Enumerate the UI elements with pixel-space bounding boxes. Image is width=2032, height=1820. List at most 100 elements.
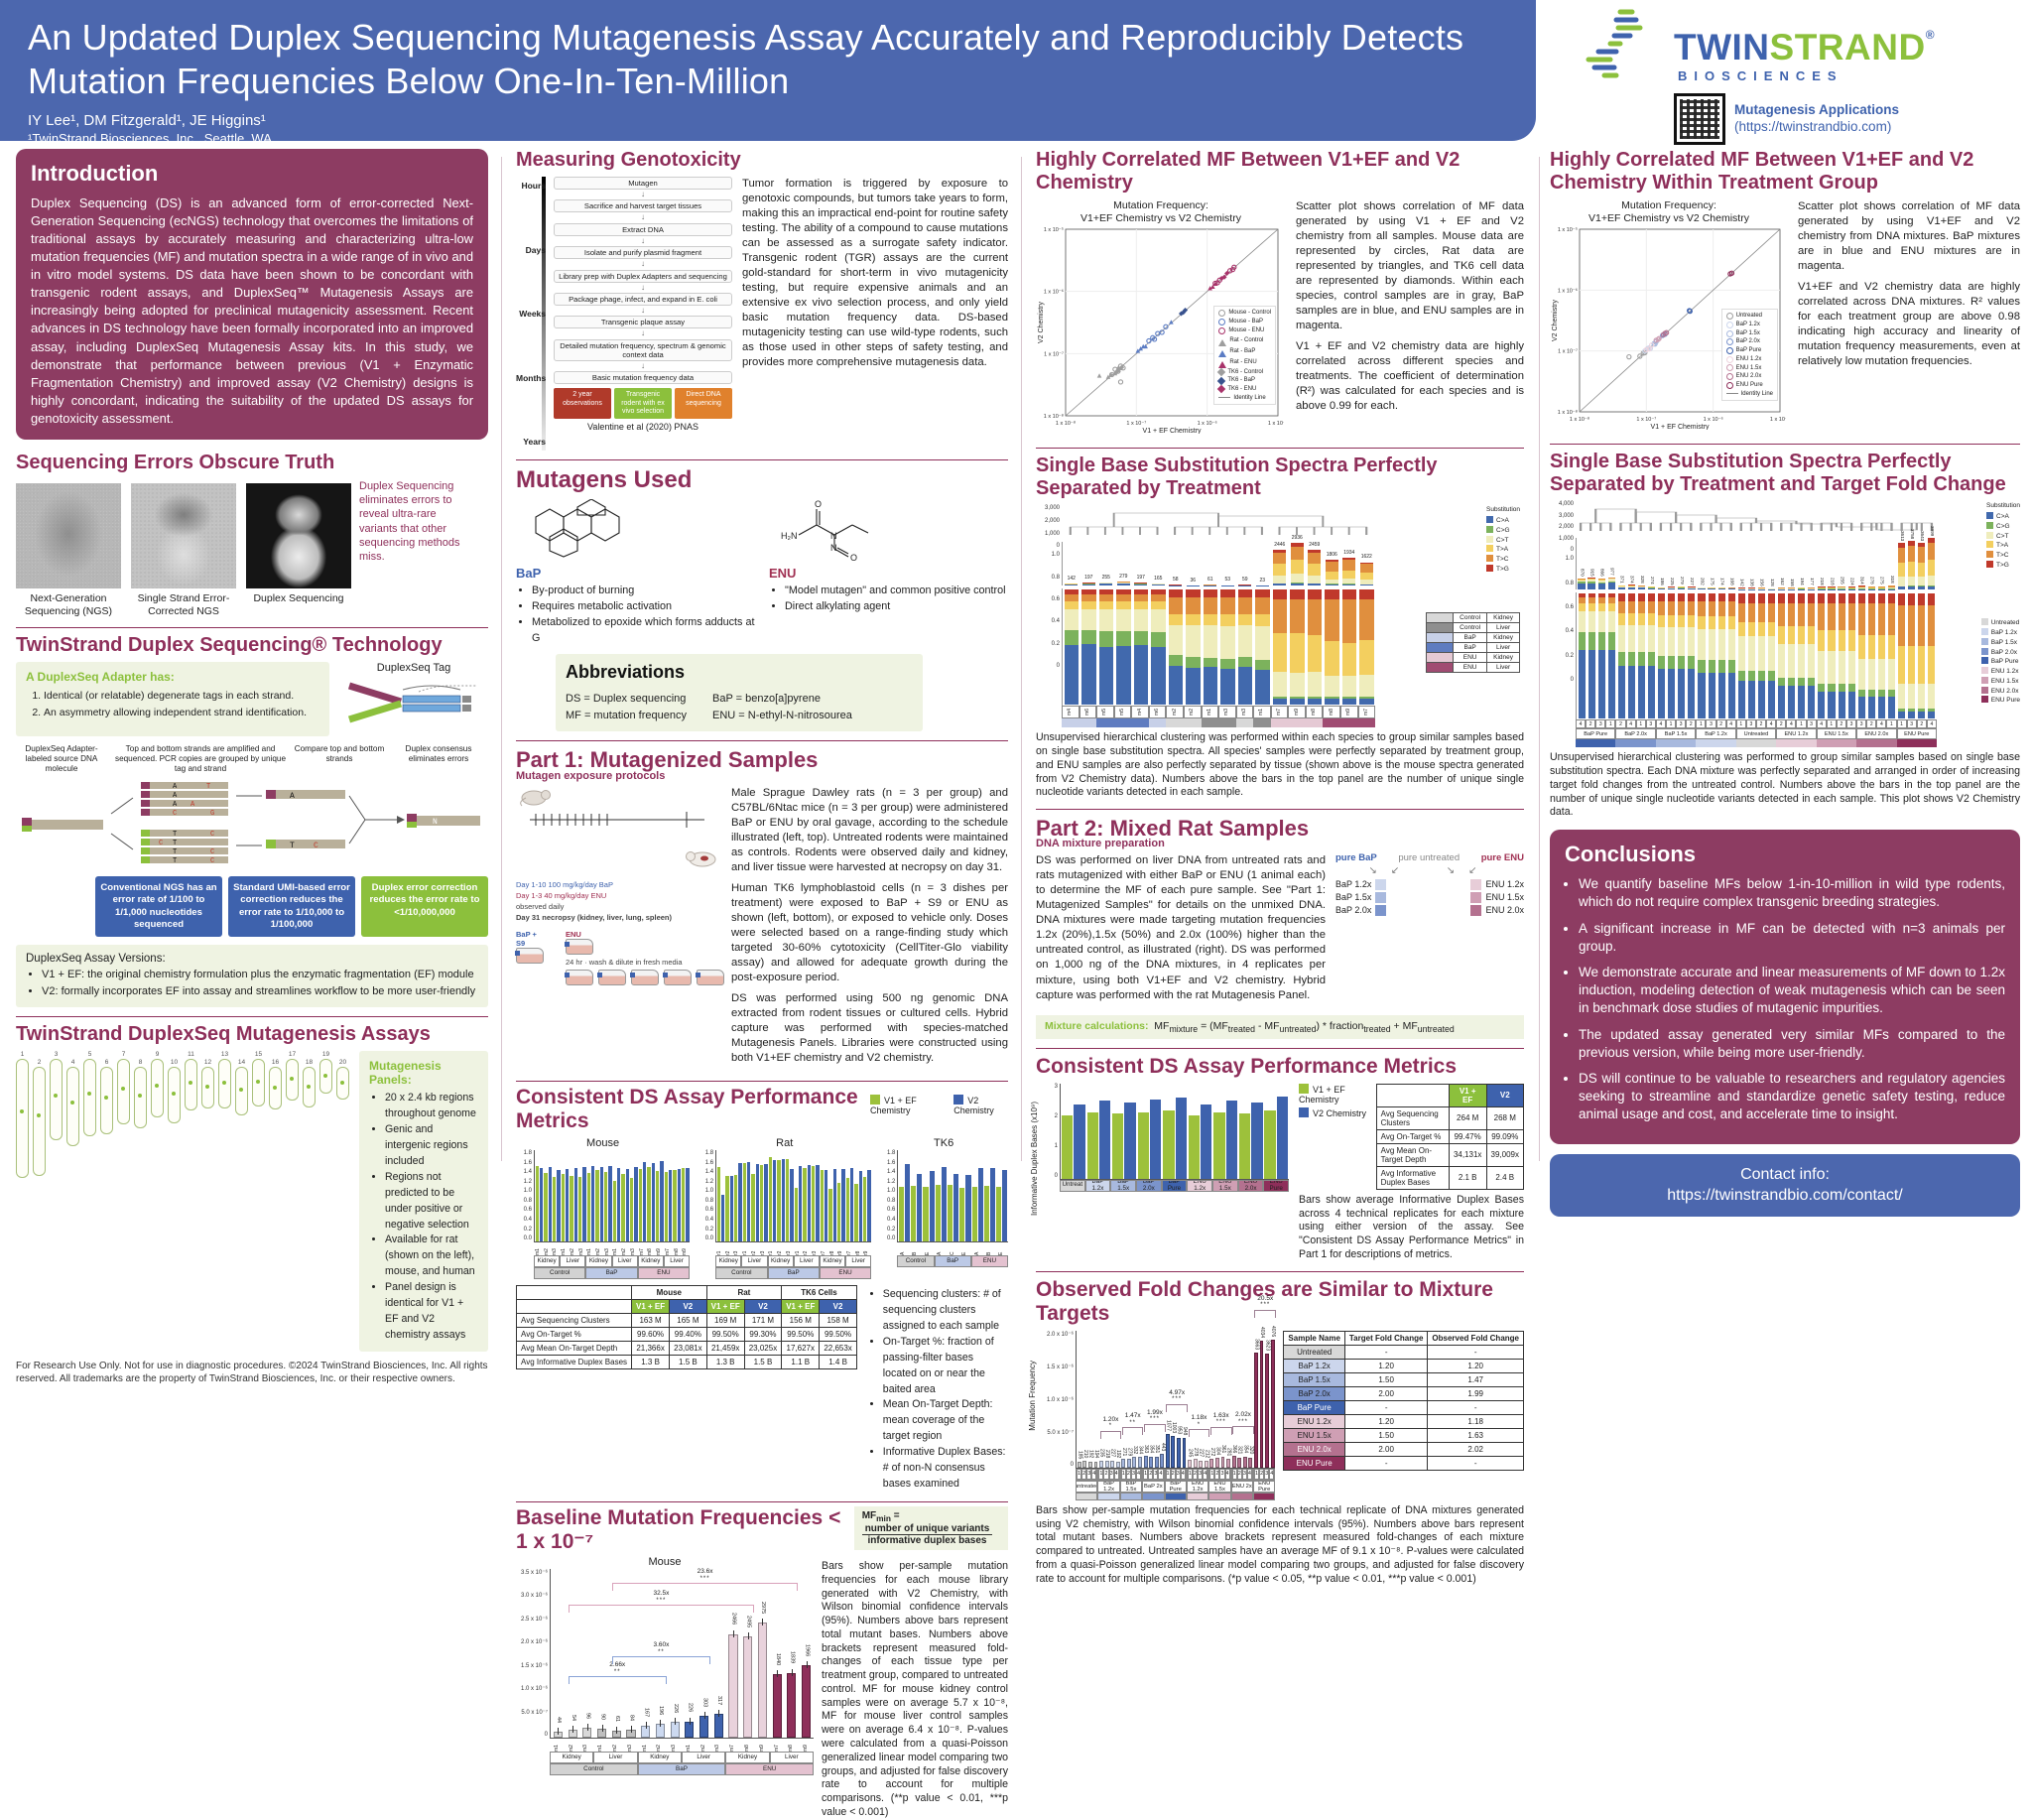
strip-label: BaP 2.0x <box>1136 1179 1162 1192</box>
chart-title: Mutation Frequency:V1+EF Chemistry vs V2… <box>1080 199 1241 225</box>
svg-text:1 x 10⁻⁵: 1 x 10⁻⁵ <box>1770 416 1786 423</box>
list-item: We demonstrate accurate and linear measu… <box>1579 964 2005 1016</box>
count-label: 186 <box>1659 578 1665 585</box>
contact-box: Contact info: https://twinstrandbio.com/… <box>1550 1153 2020 1217</box>
count-label: 278 <box>1869 576 1875 585</box>
chromosome: 20 <box>336 1059 349 1101</box>
list-item: Days <box>525 244 546 255</box>
svg-text:N: N <box>433 818 438 827</box>
svg-text:G: G <box>210 810 214 818</box>
svg-text:N: N <box>830 543 837 553</box>
enu-bullets: "Model mutagen" and common positive cont… <box>769 583 1008 614</box>
count-label: 202 <box>1700 577 1706 585</box>
v1-bar <box>544 1173 548 1242</box>
v2-bar <box>642 1162 647 1242</box>
svg-text:V1 + EF Chemistry: V1 + EF Chemistry <box>1651 424 1710 430</box>
v1-bar <box>603 1171 608 1242</box>
count-label: 194 <box>1800 578 1806 585</box>
list-item: Available for rat (shown on the left), m… <box>385 1233 478 1280</box>
v1-bar <box>794 1188 799 1242</box>
chromosome: 2 <box>33 1059 46 1177</box>
v2-bar <box>904 1163 911 1242</box>
sample-label: r7 <box>820 1250 826 1256</box>
strip-label: BaP <box>585 1267 638 1280</box>
flow-step: Basic mutation frequency data <box>554 371 732 385</box>
sample-label: A <box>899 1251 906 1256</box>
twinstrand-dna-icon <box>1586 9 1643 78</box>
count-label: 866 <box>1599 569 1605 577</box>
contact-url[interactable]: https://twinstrandbio.com/contact/ <box>1667 1186 1903 1204</box>
v2-bar <box>1201 1104 1212 1179</box>
svg-text:A: A <box>173 792 178 800</box>
count-label: 142 <box>1067 576 1076 583</box>
list-item: Months <box>516 372 547 383</box>
schedule-label: observed daily <box>516 902 565 912</box>
v2-bar <box>729 1175 733 1242</box>
mf-bar <box>698 1716 709 1739</box>
mixture-item: ENU 1.5x <box>1470 891 1524 903</box>
sample-label: r8 <box>828 1250 835 1256</box>
v1-bar <box>996 1186 1002 1242</box>
svg-text:A: A <box>173 783 178 791</box>
svg-text:T: T <box>173 840 177 847</box>
legend-item: V1 + EF Chemistry <box>1299 1083 1345 1105</box>
v1-bar <box>1086 1111 1098 1179</box>
strip-label: Kidney <box>637 1752 682 1764</box>
enu-structure: H₂N O N N O <box>781 499 869 563</box>
strip-label: BaP <box>767 1267 820 1280</box>
list-item: BaP = benzo[a]pyrene <box>711 693 821 706</box>
abbreviations-heading: Abbreviations <box>566 662 686 683</box>
mf-bar <box>1209 1459 1214 1468</box>
pure-bap-label: pure BaP <box>1335 852 1377 864</box>
count-label: 226 <box>672 1703 679 1714</box>
v2-bar <box>965 1175 971 1242</box>
sample-label: m3 <box>714 1745 721 1753</box>
chart-title: Mouse <box>586 1137 620 1150</box>
v2-bar <box>807 1164 812 1242</box>
v1-bar <box>647 1167 651 1242</box>
strip-label: Liver <box>741 1255 768 1268</box>
svg-text:T: T <box>290 842 295 850</box>
poster-header: An Updated Duplex Sequencing Mutagenesis… <box>0 0 1536 146</box>
metrics-bullets: Sequencing clusters: # of sequencing clu… <box>867 1287 1008 1493</box>
mf-bar <box>1104 1460 1109 1468</box>
dendrogram <box>1579 508 1934 532</box>
svg-text:V2 Chemistry: V2 Chemistry <box>1038 302 1045 344</box>
chromosome: 11 <box>185 1051 197 1111</box>
seq-errors-heading: Sequencing Errors Obscure Truth <box>16 451 335 473</box>
strip-label: Liver <box>681 1752 726 1764</box>
qr-url[interactable]: (https://twinstrandbio.com) <box>1734 119 1892 134</box>
count-label: 165 <box>1154 575 1163 582</box>
svg-text:1 x 10⁻⁵: 1 x 10⁻⁵ <box>1268 420 1284 427</box>
v2-bar <box>625 1168 629 1242</box>
sample-label: r2 <box>724 1250 731 1256</box>
affiliation: ¹TwinStrand Biosciences, Inc., Seattle, … <box>28 130 276 146</box>
v1-bar <box>1163 1109 1175 1179</box>
sample-label: m3 <box>552 1248 559 1256</box>
list-item: V2: formally incorporates EF into assay … <box>42 983 478 1000</box>
sample-label: m1 <box>553 1745 560 1753</box>
v2-bar <box>953 1173 959 1242</box>
flask-label: BaP + S9 <box>516 929 537 948</box>
column-divider <box>501 157 502 1161</box>
tech-step-label: Duplex consensus eliminates errors <box>405 744 472 763</box>
v2-bar <box>917 1173 923 1242</box>
sample-label: m1 <box>612 1248 619 1256</box>
list-item: DS will continue to be valuable to resea… <box>1579 1070 2005 1122</box>
sample-label: r2 <box>803 1250 810 1256</box>
count-label: 1806 <box>1326 551 1337 558</box>
v1-bar <box>681 1168 686 1242</box>
svg-text:C: C <box>210 831 214 839</box>
v2-bar <box>557 1169 561 1242</box>
v2-bar <box>616 1168 621 1242</box>
flask-label: ENU <box>566 929 581 939</box>
strip-label: Liver <box>845 1255 872 1268</box>
